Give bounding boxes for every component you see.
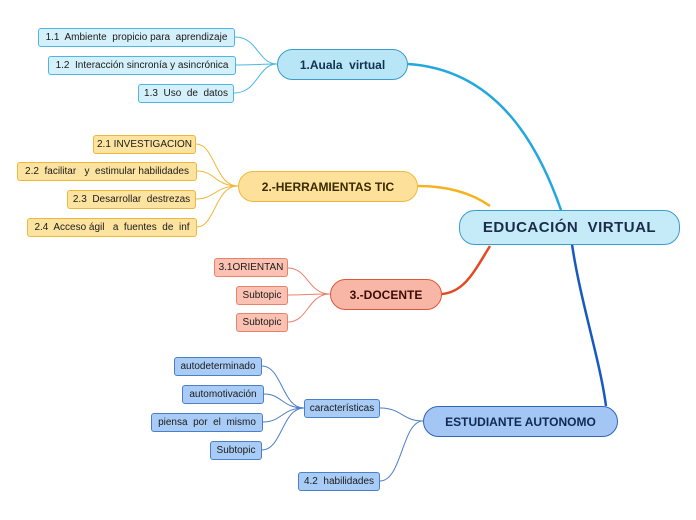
subtopic-1-3[interactable]: 1.3 Uso de datos <box>138 84 234 103</box>
subtopic-caracteristicas[interactable]: características <box>304 399 380 418</box>
branch-line-herramientas <box>417 184 491 208</box>
central-topic[interactable]: EDUCACIÓN VIRTUAL <box>459 210 680 245</box>
subtopic-automotivacion[interactable]: automotivación <box>182 385 264 404</box>
main-topic-herramientas-tic[interactable]: 2.-HERRAMIENTAS TIC <box>238 171 418 202</box>
branch-line-estudiante <box>570 243 608 407</box>
subtopic-2-3[interactable]: 2.3 Desarrollar destrezas <box>67 190 196 209</box>
main-topic-aula-virtual[interactable]: 1.Auala virtual <box>277 49 408 80</box>
subtopic-2-4[interactable]: 2.4 Acceso ágil a fuentes de inf <box>27 218 197 237</box>
main-topic-estudiante-autonomo[interactable]: ESTUDIANTE AUTONOMO <box>423 406 618 437</box>
subtopic-estudiante-subtopic[interactable]: Subtopic <box>210 441 262 460</box>
subtopic-habilidades[interactable]: 4.2 habilidades <box>298 472 380 491</box>
subtopic-3-2[interactable]: Subtopic <box>236 286 288 305</box>
subtopic-2-2[interactable]: 2.2 facilitar y estimular habilidades <box>17 162 197 181</box>
subtopic-1-2[interactable]: 1.2 Interacción sincronía y asincrónica <box>48 56 236 75</box>
subtopic-3-3[interactable]: Subtopic <box>236 313 288 332</box>
subtopic-1-1[interactable]: 1.1 Ambiente propicio para aprendizaje <box>38 28 235 47</box>
subtopic-autodeterminado[interactable]: autodeterminado <box>174 357 262 376</box>
subtopic-3-1[interactable]: 3.1ORIENTAN <box>214 258 288 277</box>
branch-line-docente <box>441 245 492 296</box>
subtopic-piensa-por-el-mismo[interactable]: piensa por el mismo <box>151 413 263 432</box>
main-topic-docente[interactable]: 3.-DOCENTE <box>330 279 442 310</box>
subtopic-2-1[interactable]: 2.1 INVESTIGACION <box>93 135 196 154</box>
branch-line-aula-virtual <box>407 62 563 211</box>
